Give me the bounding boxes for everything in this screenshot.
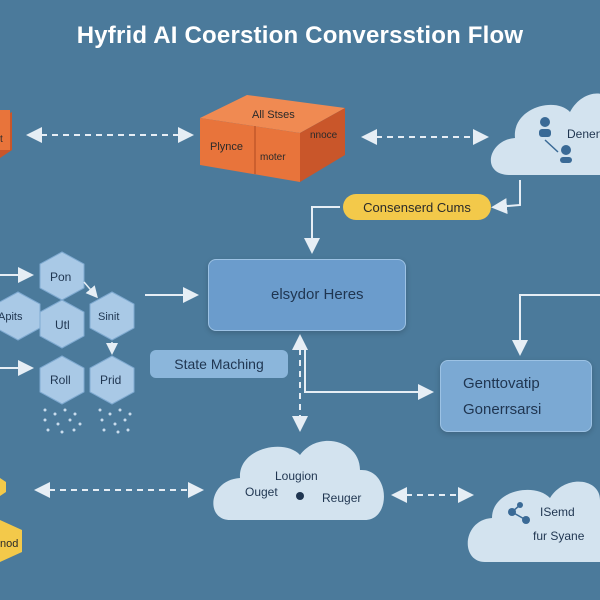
- hex-label-roll: Roll: [50, 373, 71, 387]
- cube-top-label: All Stses: [252, 109, 295, 121]
- consensus-pill: Consenserd Cums: [343, 194, 491, 220]
- page-title: Hyfrid AI Coerstion Conversstion Flow: [76, 22, 524, 49]
- generation-line1: Genttovatip: [463, 375, 540, 392]
- cloud-bottom-line2: Ouget: [245, 485, 278, 499]
- cube-right-label: nnoce: [310, 130, 338, 141]
- arrow-central-gen: [304, 350, 434, 400]
- cloud-bottom-right: ISemd fur Syane: [467, 481, 600, 562]
- cube-left-label: Plynce: [210, 141, 243, 153]
- cloud-top-right-label: Denene: [567, 127, 600, 141]
- hex-label-sinit: Sinit: [98, 311, 119, 323]
- hex-label-utl: Utl: [55, 318, 70, 332]
- hex-label-pon: Pon: [50, 270, 71, 284]
- cloud-bottom: Lougion Ouget Reuger: [213, 440, 384, 520]
- central-node: elsydor Heres: [208, 259, 406, 331]
- orange-node-left: t: [0, 110, 12, 158]
- cloud-bottom-line3: Reuger: [322, 491, 361, 505]
- yellow-hex-group: nod: [0, 478, 22, 562]
- arrow-pill-central: [304, 206, 340, 254]
- yellow-hex-label: nod: [0, 538, 18, 550]
- generation-node: Genttovatip Gonerrsarsi: [440, 360, 592, 432]
- central-node-label: elsydor Heres: [271, 286, 364, 303]
- dot-icon: [296, 492, 304, 500]
- orange-cube: All Stses Plynce moter nnoce: [200, 95, 345, 182]
- binary-dots: [43, 408, 132, 434]
- user-icon: [540, 117, 550, 127]
- user-icon: [561, 145, 571, 155]
- cloud-bottom-right-line2: fur Syane: [533, 529, 585, 543]
- arrow-cloud-pill: [491, 180, 521, 215]
- cloud-bottom-line1: Lougion: [275, 469, 318, 483]
- state-machine-tag: State Maching: [150, 350, 288, 378]
- hex-label-prid: Prid: [100, 373, 121, 387]
- cloud-bottom-right-line1: ISemd: [540, 505, 575, 519]
- cloud-top-right: Denene: [491, 93, 600, 175]
- generation-line2: Gonerrsarsi: [463, 401, 542, 418]
- hex-cluster: Pon Apits Utl Sinit Roll Prid: [0, 251, 135, 434]
- hex-label-apits: Apits: [0, 311, 23, 323]
- arrow-gen-up: [512, 294, 600, 356]
- cube-mid-label: moter: [260, 152, 286, 163]
- svg-text:t: t: [0, 134, 3, 145]
